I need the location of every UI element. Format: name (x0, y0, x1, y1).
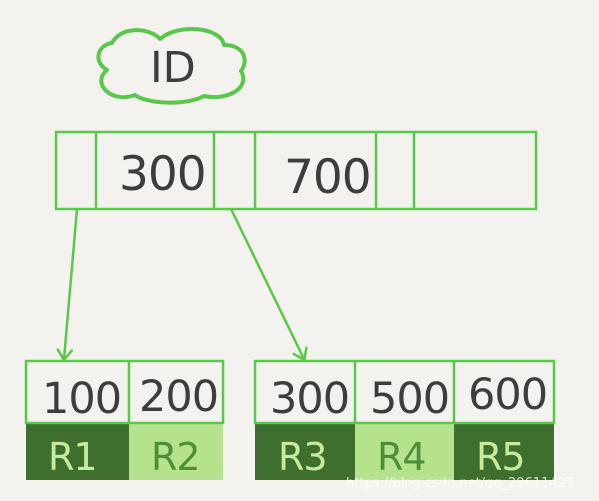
source-watermark: https://blog.csdn.net/qq_29611427 (346, 476, 575, 491)
id-label: ID (150, 43, 196, 93)
leaf-key-outline (253, 359, 556, 425)
leaf-key: 500 (370, 374, 449, 424)
id-cloud (96, 27, 247, 105)
root-key: 700 (284, 150, 371, 205)
leaf-key: 600 (468, 370, 547, 420)
row-label: R2 (151, 435, 200, 479)
row-cell-light (355, 423, 454, 480)
root-node-outline (54, 130, 538, 211)
root-key: 300 (119, 147, 206, 202)
row-label: R3 (278, 435, 327, 479)
root-node: 300 700 (54, 130, 538, 211)
row-cell-light (129, 423, 223, 480)
leaf-node-left: 100 200 R1 R2 (24, 359, 225, 480)
row-label: R5 (476, 435, 525, 479)
leaf-key: 200 (139, 372, 218, 422)
leaf-key: 100 (42, 374, 121, 424)
row-label: R1 (48, 435, 97, 479)
pointer-arrow-middle (229, 208, 308, 362)
row-cell-dark (255, 423, 355, 480)
row-cell-dark (454, 423, 554, 480)
leaf-key-outline (24, 359, 225, 425)
pointer-arrow-left (56, 208, 79, 362)
row-cell-dark (26, 423, 129, 480)
row-label: R4 (377, 435, 426, 479)
leaf-key: 300 (270, 374, 349, 424)
leaf-node-right: 300 500 600 R3 R4 R5 (253, 359, 556, 480)
